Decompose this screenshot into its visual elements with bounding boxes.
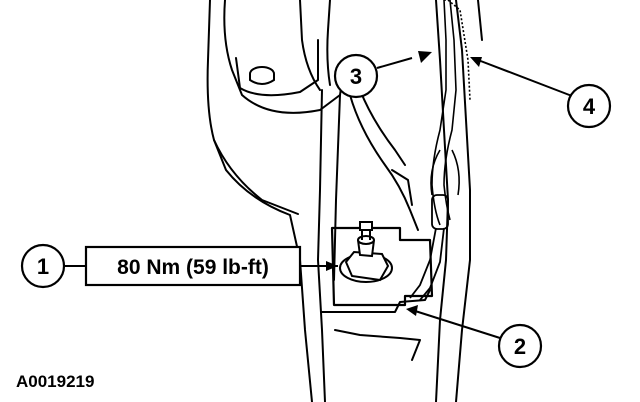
leader-lines (64, 57, 573, 339)
torque-spec-label: 80 Nm (59 lb-ft) (84, 245, 302, 287)
callout-2: 2 (497, 323, 543, 369)
body-panel-drawing (206, 0, 483, 402)
rubber-plug-icon (249, 66, 275, 85)
figure-id: A0019219 (16, 372, 94, 391)
callout-3: 3 (333, 53, 379, 99)
callout-4-number: 4 (583, 94, 596, 119)
callout-1: 1 (20, 243, 66, 289)
ground-connector (409, 194, 449, 301)
torque-spec-text: 80 Nm (59 lb-ft) (117, 256, 269, 279)
wiring-harness (430, 0, 471, 226)
callout-3-number: 3 (350, 64, 362, 89)
callout-2-number: 2 (514, 334, 526, 359)
mounting-bracket (330, 226, 434, 307)
callout-4: 4 (566, 83, 612, 129)
callout-1-number: 1 (37, 254, 49, 279)
leader-arrowheads (326, 51, 482, 316)
bolt-nut-icon (339, 221, 393, 283)
